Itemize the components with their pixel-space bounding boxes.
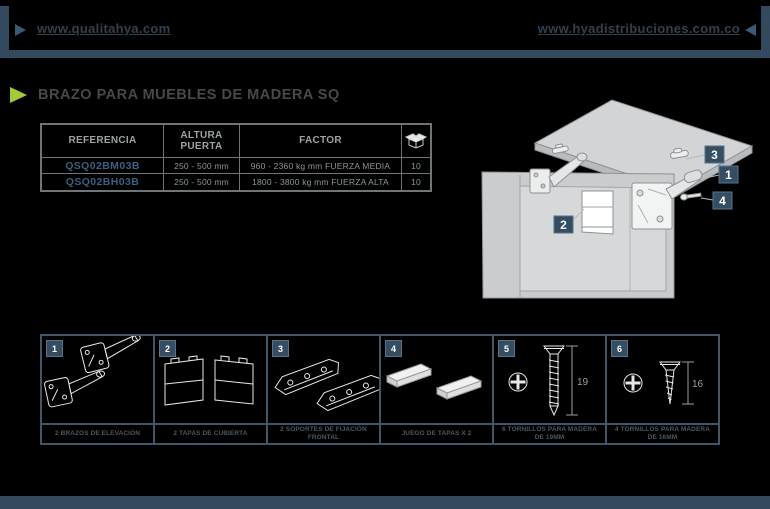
part-number-badge: 1 xyxy=(46,340,63,357)
diagram-tag-3-label: 3 xyxy=(711,148,718,162)
diagram-tag-2-label: 2 xyxy=(560,218,567,232)
diagram-tag-2 xyxy=(553,215,574,234)
arrow-right-icon xyxy=(15,24,26,36)
part-number-badge: 4 xyxy=(385,340,402,357)
lid-bracket-part xyxy=(669,147,689,159)
part-number-badge: 2 xyxy=(159,340,176,357)
part-box-juego-tapas: 4 JUEGO DE TAPAS X 2 xyxy=(379,334,494,445)
table-row-referencia: QSQ02BM03B xyxy=(42,158,164,174)
lid-bracket-part xyxy=(551,143,569,154)
diagram-tag-3 xyxy=(704,145,725,164)
cover-caps-figure xyxy=(155,336,266,423)
table-row-factor: 960 - 2360 kg mm FUERZA MEDIA xyxy=(240,158,402,174)
col-header-quantity xyxy=(402,125,430,158)
right-accent-bar xyxy=(761,6,770,51)
part-box-soportes: 3 xyxy=(266,334,381,445)
diagram-tag-4-label: 4 xyxy=(719,194,726,208)
table-row-cantidad: 10 xyxy=(411,177,421,187)
spec-table: REFERENCIA ALTURA PUERTA FACTOR QSQ02BM0… xyxy=(40,123,432,192)
box-icon xyxy=(405,133,427,149)
col-header-referencia: REFERENCIA xyxy=(42,125,164,158)
part-caption: 2 SOPORTES DE FIJACIÓN FRONTAL xyxy=(268,423,379,443)
part-box-brazos: 1 xyxy=(40,334,155,445)
part-box-tapas: 2 2 TAPAS DE CUBIERTA xyxy=(153,334,268,445)
exploded-cabinet-diagram: 3 1 4 2 xyxy=(470,85,770,315)
footer-bar xyxy=(0,496,770,509)
parts-strip: 1 xyxy=(40,334,720,445)
part-number-badge: 3 xyxy=(272,340,289,357)
cover-strips-figure xyxy=(381,336,492,423)
table-row-altura: 250 - 500 mm xyxy=(164,158,240,174)
col-header-factor: FACTOR xyxy=(240,125,402,158)
title-bullet-icon xyxy=(10,87,27,103)
part-number-badge: 5 xyxy=(498,340,515,357)
left-url-link[interactable]: www.qualitahya.com xyxy=(37,21,171,36)
screw-19-figure: 19 xyxy=(494,336,605,423)
table-row-referencia: QSQ02BH03B xyxy=(42,174,164,190)
screw-length-label: 16 xyxy=(692,379,704,390)
right-url-link[interactable]: www.hyadistribuciones.com.co xyxy=(537,21,740,36)
part-caption: 2 TAPAS DE CUBIERTA xyxy=(155,423,266,443)
page-title: BRAZO PARA MUEBLES DE MADERA SQ xyxy=(38,87,340,103)
table-row-factor: 1800 - 3800 kg mm FUERZA ALTA xyxy=(240,174,402,190)
part-caption: 2 BRAZOS DE ELEVACIÓN xyxy=(42,423,153,443)
part-caption: 6 TORNILLOS PARA MADERA DE 19MM xyxy=(494,423,605,443)
part-box-tornillos-16: 6 xyxy=(605,334,720,445)
lift-arms-figure xyxy=(42,336,153,423)
header-divider-bar xyxy=(0,50,770,58)
cover-panel-part xyxy=(581,190,614,235)
screw-part xyxy=(680,192,702,201)
screw-head-icon xyxy=(508,372,528,392)
arrow-left-icon xyxy=(745,24,756,36)
front-supports-figure xyxy=(268,336,379,423)
screw-head-icon xyxy=(623,373,643,393)
part-box-tornillos-19: 5 xyxy=(492,334,607,445)
screw-length-label: 19 xyxy=(577,377,589,388)
part-caption: JUEGO DE TAPAS X 2 xyxy=(381,423,492,443)
part-caption: 4 TORNILLOS PARA MADERA DE 16MM xyxy=(607,423,718,443)
table-row-cantidad: 10 xyxy=(402,158,430,174)
col-header-altura: ALTURA PUERTA xyxy=(164,125,240,158)
diagram-tag-4 xyxy=(712,191,733,210)
lift-arm-part xyxy=(631,169,703,230)
screw-16-figure: 16 xyxy=(607,336,718,423)
left-accent-bar xyxy=(0,6,9,51)
part-number-badge: 6 xyxy=(611,340,628,357)
table-row-altura: 250 - 500 mm xyxy=(164,174,240,190)
diagram-tag-1 xyxy=(718,165,739,184)
diagram-tag-1-label: 1 xyxy=(725,168,732,182)
